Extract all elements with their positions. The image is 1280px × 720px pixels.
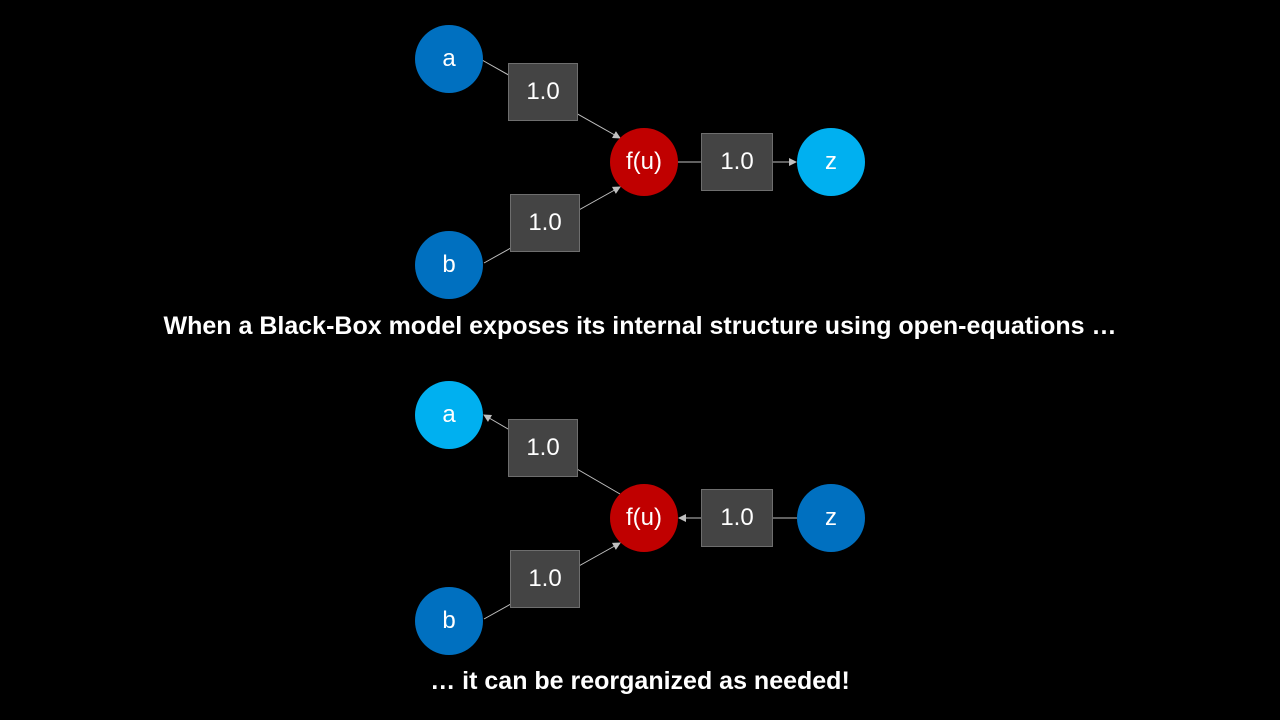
weight-label: 1.0	[528, 209, 562, 236]
caption-open-equations: When a Black-Box model exposes its inter…	[163, 312, 1117, 340]
node-a-output: a	[415, 381, 483, 449]
weight-label: 1.0	[526, 78, 560, 105]
weight-label: 1.0	[720, 504, 754, 531]
node-z-output: z	[797, 128, 865, 196]
node-label: f(u)	[626, 504, 662, 531]
weight-label: 1.0	[720, 148, 754, 175]
caption-reorganized: … it can be reorganized as needed!	[430, 667, 850, 695]
node-function: f(u)	[610, 484, 678, 552]
node-label: z	[825, 504, 837, 531]
node-a-input: a	[415, 25, 483, 93]
diagram-forward: 1.0 1.0 1.0 a b f(u) z	[0, 0, 1280, 300]
node-label: a	[442, 45, 456, 72]
weight-box-f-a: 1.0	[508, 419, 578, 477]
node-label: b	[442, 251, 456, 278]
weight-box-b-f: 1.0	[510, 550, 580, 608]
node-b-input: b	[415, 231, 483, 299]
weight-label: 1.0	[528, 565, 562, 592]
node-label: a	[442, 401, 456, 428]
node-label: b	[442, 607, 456, 634]
diagram-reorganized: 1.0 1.0 1.0 a b f(u) z	[0, 356, 1280, 656]
weight-label: 1.0	[526, 434, 560, 461]
node-label: z	[825, 148, 837, 175]
weight-box-a-f: 1.0	[508, 63, 578, 121]
weight-box-b-f: 1.0	[510, 194, 580, 252]
weight-box-z-f: 1.0	[701, 489, 773, 547]
weight-box-f-z: 1.0	[701, 133, 773, 191]
node-label: f(u)	[626, 148, 662, 175]
node-b-input: b	[415, 587, 483, 655]
node-function: f(u)	[610, 128, 678, 196]
node-z-input: z	[797, 484, 865, 552]
